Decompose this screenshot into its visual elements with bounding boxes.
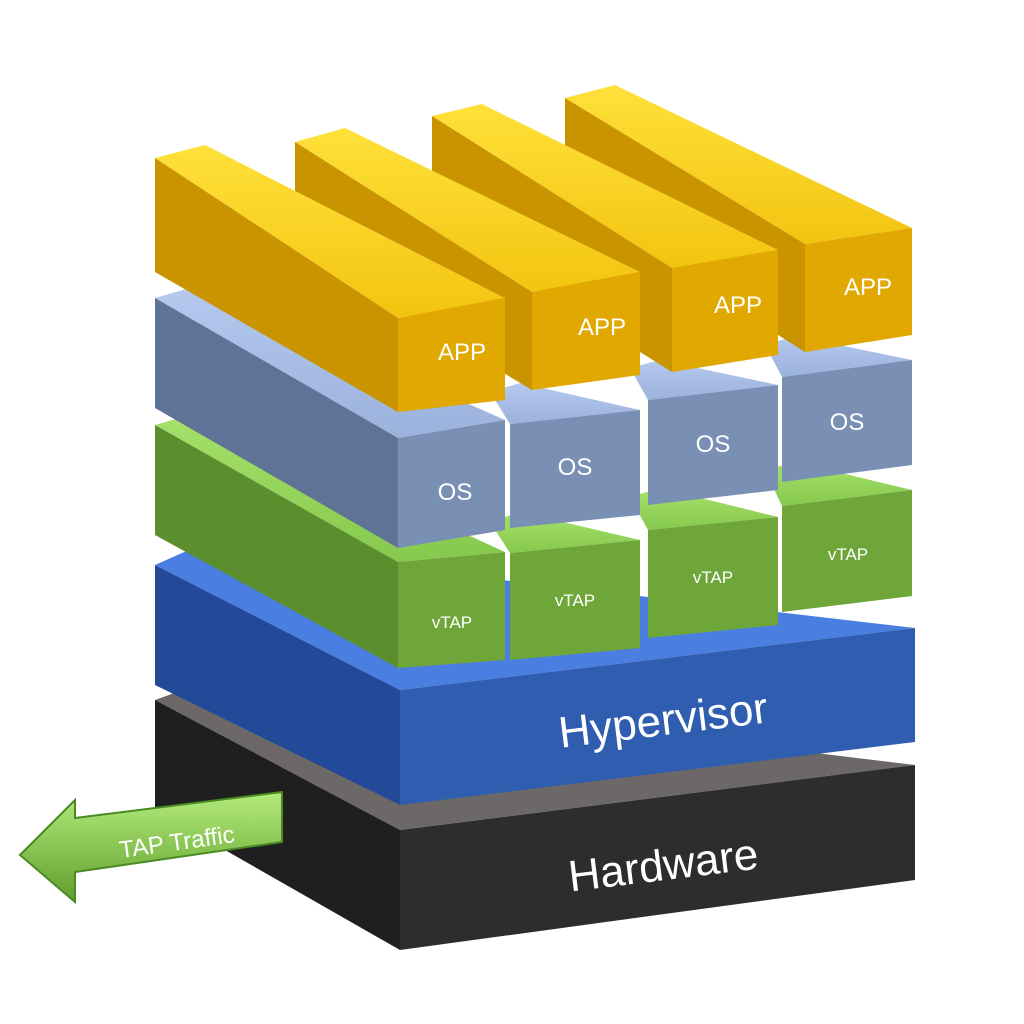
app-label: APP <box>714 292 762 319</box>
os-label: OS <box>696 431 731 458</box>
os-block: OS <box>765 336 912 482</box>
vtap-block: vTAP <box>490 512 640 660</box>
vtap-label: vTAP <box>432 613 472 632</box>
tap-traffic-arrow: TAP Traffic <box>18 790 283 905</box>
vtap-block: vTAP <box>765 462 912 612</box>
os-label: OS <box>438 479 473 506</box>
app-row: APP APP APP APP <box>155 85 912 412</box>
os-block: OS <box>630 360 778 505</box>
os-label: OS <box>830 409 865 436</box>
vtap-label: vTAP <box>555 591 595 610</box>
app-label: APP <box>438 339 486 366</box>
vtap-label: vTAP <box>828 545 868 564</box>
app-label: APP <box>844 274 892 301</box>
hypervisor-front-face <box>400 628 915 805</box>
os-block: OS <box>490 383 640 528</box>
os-label: OS <box>558 454 593 481</box>
app-label: APP <box>578 314 626 341</box>
arrow-shape <box>18 790 283 905</box>
app-block: APP <box>155 145 505 412</box>
vtap-label: vTAP <box>693 568 733 587</box>
hypervisor-left-face <box>155 565 400 805</box>
vtap-block: vTAP <box>630 488 778 638</box>
hardware-front-face <box>400 765 915 950</box>
